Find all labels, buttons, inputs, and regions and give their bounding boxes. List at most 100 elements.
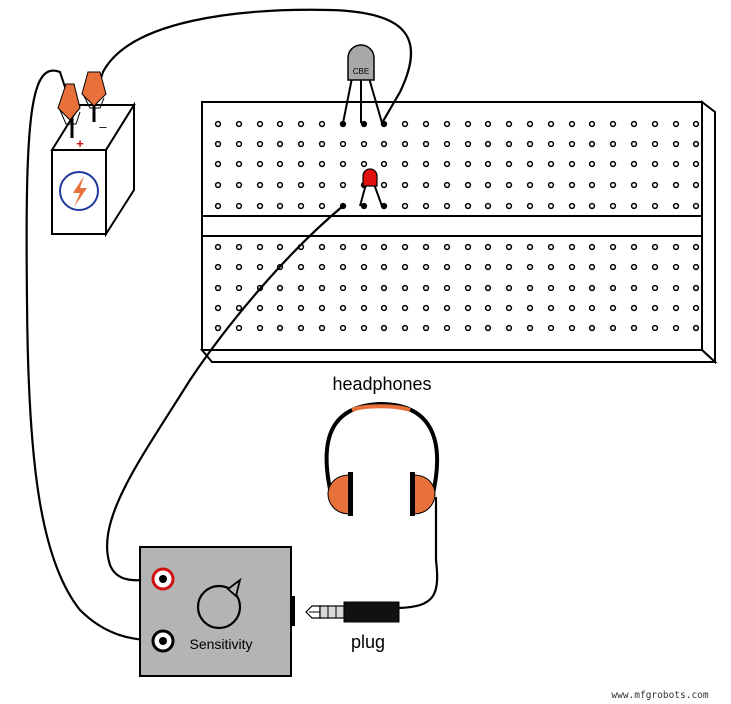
breadboard-hole — [401, 202, 409, 210]
breadboard-hole — [672, 140, 680, 148]
breadboard-hole — [422, 284, 430, 292]
breadboard-hole — [422, 243, 430, 251]
breadboard-hole — [422, 304, 430, 312]
watermark: www.mfgrobots.com — [611, 690, 709, 701]
breadboard-hole — [526, 284, 534, 292]
breadboard-hole — [235, 284, 243, 292]
breadboard-hole — [568, 160, 576, 168]
breadboard-hole — [692, 160, 700, 168]
breadboard-hole — [401, 160, 409, 168]
breadboard-hole — [672, 304, 680, 312]
breadboard-hole — [588, 304, 596, 312]
breadboard-hole — [464, 181, 472, 189]
breadboard-hole — [588, 202, 596, 210]
breadboard-hole — [276, 140, 284, 148]
breadboard-hole — [380, 263, 388, 271]
breadboard-hole — [276, 202, 284, 210]
breadboard-hole — [526, 243, 534, 251]
breadboard-hole — [547, 304, 555, 312]
breadboard-hole — [276, 284, 284, 292]
breadboard-hole — [630, 324, 638, 332]
breadboard-hole — [568, 243, 576, 251]
breadboard-hole — [256, 120, 264, 128]
breadboard-hole — [630, 181, 638, 189]
breadboard-hole — [568, 181, 576, 189]
breadboard-hole — [443, 263, 451, 271]
breadboard-hole — [609, 181, 617, 189]
transistor-pin-label: CBE — [353, 67, 369, 76]
sensitivity-knob-icon[interactable] — [196, 577, 242, 630]
breadboard-hole — [318, 284, 326, 292]
breadboard-hole — [235, 181, 243, 189]
breadboard-hole — [256, 243, 264, 251]
breadboard-hole — [609, 284, 617, 292]
wire-battery-to-transistor — [101, 8, 413, 125]
led-icon — [362, 168, 378, 187]
breadboard-holes — [214, 120, 700, 332]
breadboard-hole — [630, 263, 638, 271]
breadboard-hole — [547, 263, 555, 271]
breadboard-hole — [401, 263, 409, 271]
breadboard-hole — [547, 140, 555, 148]
breadboard-hole — [235, 202, 243, 210]
breadboard-hole — [339, 160, 347, 168]
breadboard-hole — [235, 263, 243, 271]
breadboard-hole — [214, 120, 222, 128]
breadboard-hole — [651, 160, 659, 168]
breadboard-hole — [651, 181, 659, 189]
breadboard-hole — [568, 263, 576, 271]
breadboard-hole — [630, 202, 638, 210]
breadboard-hole — [235, 324, 243, 332]
breadboard-hole — [360, 120, 368, 128]
breadboard-hole — [484, 181, 492, 189]
breadboard-hole — [214, 324, 222, 332]
breadboard-hole — [588, 160, 596, 168]
breadboard-hole — [547, 202, 555, 210]
breadboard-hole — [380, 304, 388, 312]
breadboard-hole — [672, 324, 680, 332]
breadboard-hole — [443, 160, 451, 168]
breadboard-hole — [214, 243, 222, 251]
breadboard-hole — [276, 160, 284, 168]
breadboard-hole — [380, 160, 388, 168]
breadboard-hole — [276, 304, 284, 312]
breadboard-hole — [276, 181, 284, 189]
breadboard-hole — [505, 202, 513, 210]
breadboard-hole — [672, 160, 680, 168]
breadboard-hole — [256, 324, 264, 332]
breadboard-hole — [547, 243, 555, 251]
breadboard-hole — [422, 160, 430, 168]
breadboard-hole — [235, 120, 243, 128]
breadboard-hole — [547, 120, 555, 128]
breadboard-hole — [464, 243, 472, 251]
breadboard-hole — [609, 160, 617, 168]
breadboard-hole — [401, 324, 409, 332]
breadboard-hole — [214, 181, 222, 189]
breadboard-hole — [214, 304, 222, 312]
breadboard-hole — [568, 140, 576, 148]
breadboard-hole — [651, 243, 659, 251]
breadboard-hole — [443, 284, 451, 292]
breadboard-hole — [672, 120, 680, 128]
breadboard-hole — [464, 202, 472, 210]
breadboard-hole — [318, 243, 326, 251]
breadboard-hole — [464, 120, 472, 128]
breadboard-hole — [505, 181, 513, 189]
clip-positive-icon — [57, 83, 81, 121]
breadboard-hole — [339, 324, 347, 332]
breadboard-hole — [484, 120, 492, 128]
breadboard-hole — [526, 304, 534, 312]
breadboard-hole — [401, 284, 409, 292]
transistor: CBE — [342, 44, 383, 124]
breadboard-hole — [401, 120, 409, 128]
breadboard-hole — [692, 284, 700, 292]
breadboard-hole — [630, 304, 638, 312]
breadboard-hole — [256, 263, 264, 271]
breadboard-hole — [588, 243, 596, 251]
breadboard-hole — [672, 202, 680, 210]
breadboard-hole — [609, 243, 617, 251]
breadboard-hole — [609, 324, 617, 332]
breadboard-hole — [630, 120, 638, 128]
breadboard-hole — [672, 243, 680, 251]
